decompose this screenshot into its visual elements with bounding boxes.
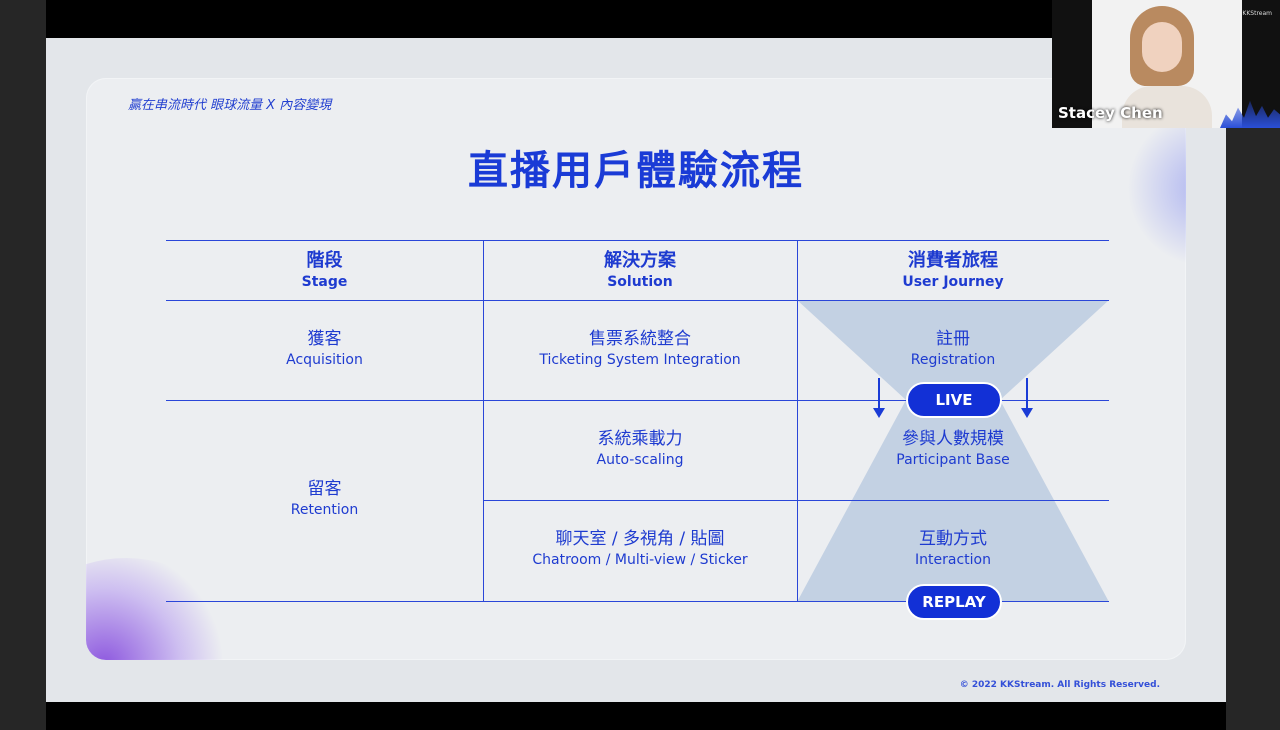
solution-en: Ticketing System Integration: [539, 352, 741, 368]
solution-en: Chatroom / Multi-view / Sticker: [532, 552, 748, 568]
journey-en: Participant Base: [896, 452, 1010, 468]
stage-acquisition: 獲客 Acquisition: [166, 328, 483, 370]
table-rule: [166, 240, 1109, 241]
slide-breadcrumb: 贏在串流時代 眼球流量 X 內容變現: [128, 98, 332, 113]
stage-retention: 留客 Retention: [166, 478, 483, 520]
journey-en: Interaction: [915, 552, 991, 568]
journey-interaction: 互動方式 Interaction: [797, 528, 1109, 570]
header-solution-en: Solution: [607, 274, 673, 290]
slide-card: 贏在串流時代 眼球流量 X 內容變現 直播用戶體驗流程 階段 Stage 解決方…: [86, 78, 1186, 660]
journey-participant-base: 參與人數規模 Participant Base: [797, 428, 1109, 470]
header-solution-zh: 解決方案: [604, 250, 676, 271]
solution-zh: 系統乘載力: [597, 429, 683, 449]
header-stage-zh: 階段: [306, 250, 343, 271]
arrow-down-icon: [1021, 378, 1033, 418]
left-frame: [0, 0, 46, 730]
journey-registration: 註冊 Registration: [797, 328, 1109, 370]
header-stage: 階段 Stage: [166, 250, 483, 292]
solution-zh: 售票系統整合: [589, 329, 691, 349]
journey-en: Registration: [910, 352, 996, 368]
header-journey-en: User Journey: [902, 274, 1004, 290]
participant-body: [1122, 86, 1212, 128]
header-solution: 解決方案 Solution: [483, 250, 797, 292]
journey-zh: 參與人數規模: [902, 429, 1004, 449]
video-brand-watermark: KKStream: [1242, 10, 1272, 17]
arrow-down-icon: [873, 378, 885, 418]
solution-chatroom: 聊天室 / 多視角 / 貼圖 Chatroom / Multi-view / S…: [483, 528, 797, 570]
participant-name: Stacey Chen: [1058, 104, 1163, 122]
solution-zh: 聊天室 / 多視角 / 貼圖: [555, 529, 725, 549]
live-badge: LIVE: [906, 382, 1002, 418]
funnel-shape: [797, 300, 1109, 602]
presentation-slide: 贏在串流時代 眼球流量 X 內容變現 直播用戶體驗流程 階段 Stage 解決方…: [46, 38, 1226, 702]
replay-badge: REPLAY: [906, 584, 1002, 620]
solution-ticketing: 售票系統整合 Ticketing System Integration: [483, 328, 797, 370]
participant-face: [1142, 22, 1182, 72]
stage-zh: 獲客: [307, 329, 342, 349]
table-rule: [166, 601, 1109, 602]
journey-zh: 註冊: [936, 329, 970, 349]
header-stage-en: Stage: [301, 274, 348, 290]
header-journey-zh: 消費者旅程: [908, 250, 998, 271]
table-rule: [483, 500, 1109, 501]
stage-en: Acquisition: [286, 352, 363, 368]
copyright-footer: © 2022 KKStream. All Rights Reserved.: [959, 680, 1160, 690]
slide-title: 直播用戶體驗流程: [468, 148, 804, 194]
journey-zh: 互動方式: [919, 529, 987, 549]
participant-video-tile[interactable]: KKStream Stacey Chen: [1052, 0, 1280, 128]
table-divider: [483, 240, 484, 602]
table-rule: [166, 300, 1109, 301]
stage-en: Retention: [290, 502, 359, 518]
table-rule: [166, 400, 1109, 401]
solution-autoscaling: 系統乘載力 Auto-scaling: [483, 428, 797, 470]
journey-table: 階段 Stage 解決方案 Solution 消費者旅程 User Journe…: [166, 240, 1109, 620]
header-journey: 消費者旅程 User Journey: [797, 250, 1109, 292]
stage-zh: 留客: [307, 479, 342, 499]
solution-en: Auto-scaling: [596, 452, 684, 468]
table-divider: [797, 240, 798, 602]
